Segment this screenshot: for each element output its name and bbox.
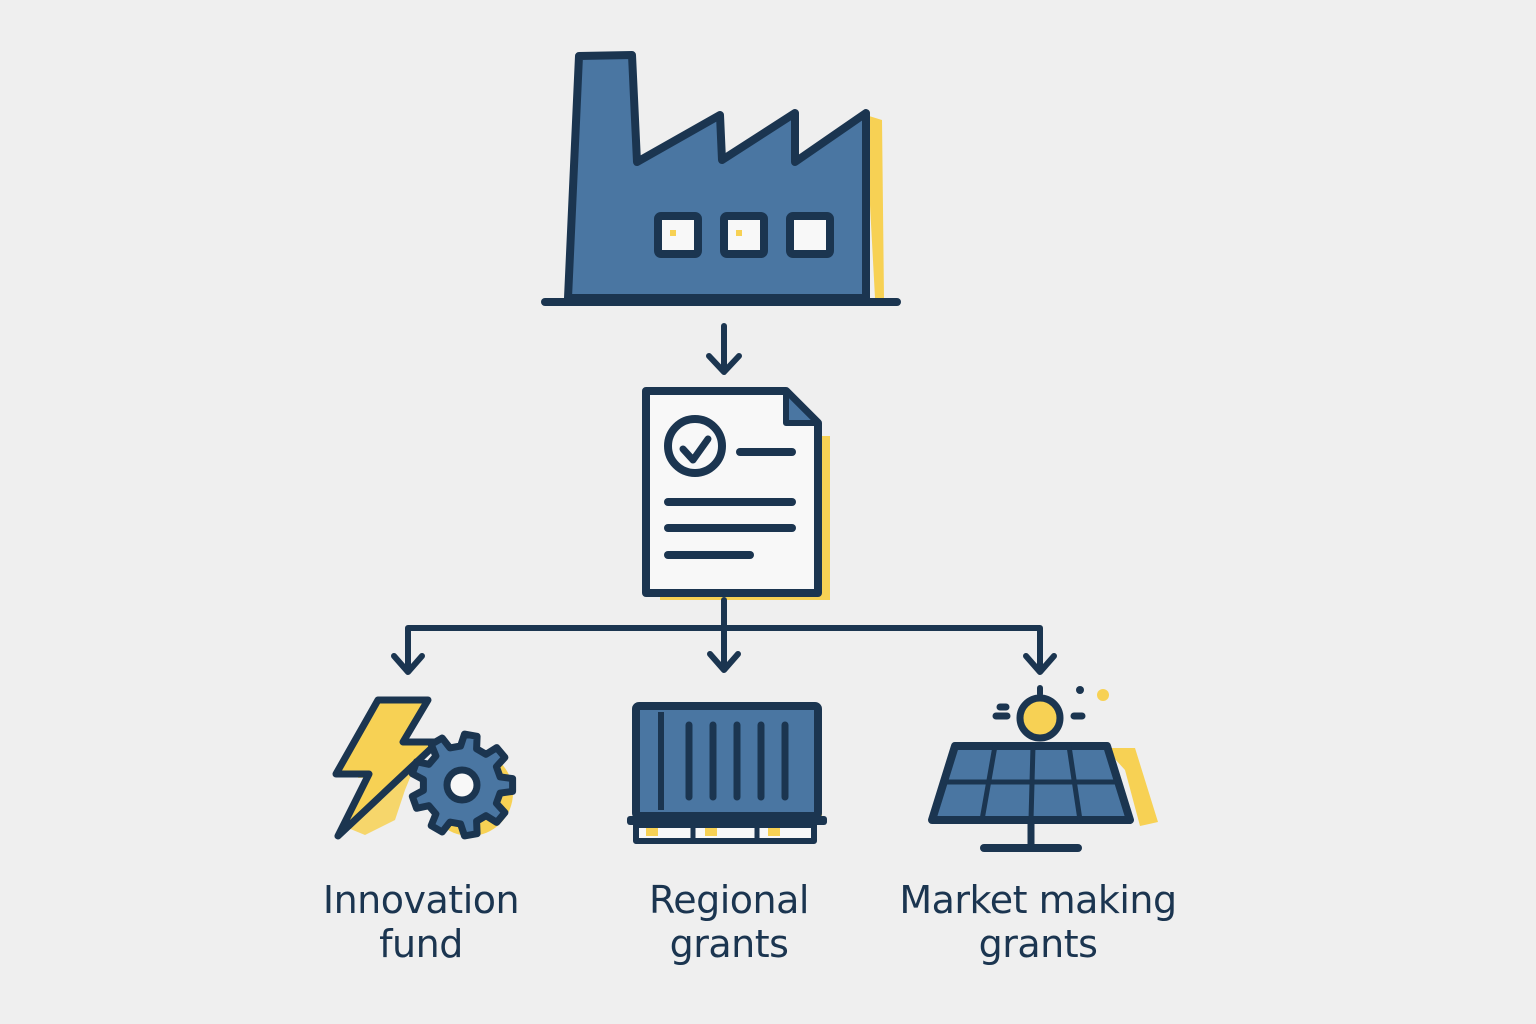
- arrow-factory-to-document: [706, 323, 742, 375]
- arrow-to-innovation-fund: [391, 653, 425, 675]
- label-innovation-fund: Innovation fund: [251, 878, 591, 966]
- label-innovation-fund-line1: Innovation: [322, 878, 520, 922]
- label-market-making-grants: Market making grants: [868, 878, 1208, 966]
- label-innovation-fund-line2: fund: [379, 922, 463, 966]
- lightning-gear-icon: [332, 696, 517, 840]
- gear-hole: [443, 766, 481, 804]
- label-regional-grants-line2: grants: [669, 922, 789, 966]
- factory-icon: [541, 51, 901, 306]
- factory-windows: [654, 212, 834, 258]
- shipping-container-icon: [627, 702, 827, 844]
- label-regional-grants: Regional grants: [559, 878, 899, 966]
- branch-connector: [405, 597, 1043, 673]
- certificate-document-icon: [642, 387, 830, 600]
- gear-icon: [408, 730, 517, 840]
- label-regional-grants-line1: Regional: [649, 878, 809, 922]
- container-pallet: [627, 816, 827, 844]
- arrow-to-regional-grants: [707, 651, 741, 673]
- label-market-making-grants-line1: Market making: [899, 878, 1177, 922]
- arrow-to-market-making-grants: [1023, 653, 1057, 675]
- solar-panel-icon: [928, 685, 1158, 852]
- label-market-making-grants-line2: grants: [978, 922, 1098, 966]
- sun-icon: [992, 685, 1086, 742]
